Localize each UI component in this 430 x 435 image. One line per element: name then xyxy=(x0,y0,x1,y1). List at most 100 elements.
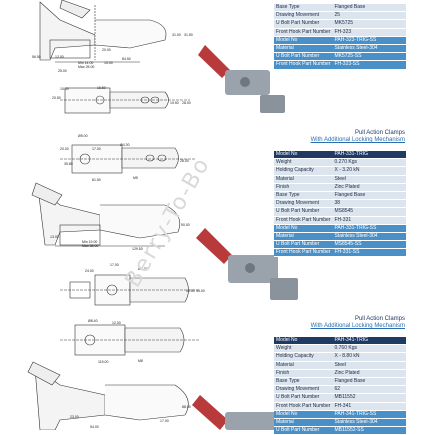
dim-label: Min 19.00 xyxy=(82,240,97,244)
spec-key: Drawing Movement xyxy=(274,385,333,395)
product-photo-2 xyxy=(196,228,298,300)
dim-label: 28.00 xyxy=(180,159,189,163)
section-subtitle: With Additional Locking Mechanism xyxy=(310,137,405,143)
spec-value: PAH-331-TRIG-SS xyxy=(332,224,406,233)
dim-label: Max 38.00 xyxy=(82,244,98,248)
spec-value: X - 8.80 kN xyxy=(332,352,406,362)
section-title: Pull Action Clamps xyxy=(354,130,405,136)
dim-label: 12.00 xyxy=(112,321,121,325)
clamp-drawing-top-2 xyxy=(60,144,195,174)
spec-key: U Bolt Part Number xyxy=(274,207,333,217)
spec-key: Finish xyxy=(274,369,333,378)
dim-label: Ø5.00 xyxy=(78,134,88,138)
spec-key: Weight xyxy=(274,158,333,168)
dim-label: 15.00 xyxy=(104,61,113,65)
dim-label: 81.50 xyxy=(92,178,101,182)
spec-value: Stainless Steel-304 xyxy=(332,44,406,54)
dim-label: Max 25.00 xyxy=(78,65,94,69)
spec-key: Material xyxy=(274,175,333,184)
dim-label: Ø6.70 xyxy=(138,267,148,271)
section-subtitle: With Additional Locking Mechanism xyxy=(310,323,405,329)
spec-value: X - 3.20 kN xyxy=(332,166,406,176)
product-photo-1 xyxy=(198,45,285,113)
section-title-2: Pull Action Clamps With Additional Locki… xyxy=(270,130,405,144)
spec-value: Flanged Base xyxy=(332,4,406,13)
dim-label: M5 xyxy=(133,176,138,180)
spec-key: U Bolt Part Number xyxy=(274,52,333,62)
dim-label: 28.00 xyxy=(182,101,191,105)
spec-value: 25 xyxy=(332,11,406,21)
clamp-drawing-top-4 xyxy=(60,324,200,356)
spec-key: U Bolt Part Number xyxy=(274,240,333,250)
spec-key: Front Hook Part Number xyxy=(274,248,333,258)
spec-value: MB11552-SS xyxy=(332,426,406,435)
spec-key: Material xyxy=(274,418,333,428)
spec-value: Flanged Base xyxy=(332,377,406,387)
dim-label: 12.00 xyxy=(55,55,64,59)
dim-label: 20.00 xyxy=(60,147,69,151)
dim-label: 19.50 xyxy=(170,101,179,105)
dim-label: 24.00 xyxy=(85,269,94,273)
dim-label: 17.00 xyxy=(110,263,119,267)
spec-key: Model No xyxy=(274,36,333,45)
dim-label: 17.00 xyxy=(92,147,101,151)
clamp-drawing-side-2 xyxy=(31,182,181,247)
spec-key: U Bolt Part Number xyxy=(274,19,333,29)
spec-value: PAH-341-TRIG-SS xyxy=(332,410,406,419)
spec-value: Stainless Steel-304 xyxy=(332,232,406,242)
dim-label: 31.50 xyxy=(184,33,193,37)
dim-label: 13.00 xyxy=(50,235,59,239)
dim-label: 54.00 xyxy=(90,425,99,429)
dim-label: 23.00 xyxy=(70,415,79,419)
spec-key: Front Hook Part Number xyxy=(274,28,333,37)
dim-label: 20.00 xyxy=(102,48,111,52)
spec-key: Weight xyxy=(274,344,333,354)
spec-value: MB11552 xyxy=(332,393,406,403)
spec-key: Drawing Movement xyxy=(274,199,333,209)
spec-value: Zinc Plated xyxy=(332,183,406,192)
spec-key: Base Type xyxy=(274,377,333,387)
spec-key: Drawing Movement xyxy=(274,11,333,21)
spec-value: PAH-323-TRIG-SS xyxy=(332,36,406,45)
dim-label: 129.50 xyxy=(132,247,143,251)
dim-label: 84.50 xyxy=(122,57,131,61)
spec-value: PAH-331-TRIG xyxy=(332,151,406,160)
dim-label: 115.00 xyxy=(98,360,108,364)
spec-value: MS8545-SS xyxy=(332,240,406,250)
clamp-drawing-top-3 xyxy=(60,274,200,306)
spec-key: Material xyxy=(274,44,333,54)
dim-label: 31.00 xyxy=(172,33,181,37)
spec-value: PAH-341-TRIG xyxy=(332,337,406,346)
spec-value: 0.270 Kgs xyxy=(332,158,406,168)
spec-value: Stainless Steel-304 xyxy=(332,418,406,428)
spec-key: Material xyxy=(274,361,333,370)
spec-value: FH-341 xyxy=(332,402,406,411)
dim-label: 17.00 xyxy=(160,419,169,423)
section-title: Pull Action Clamps xyxy=(354,316,405,322)
product-photo-3 xyxy=(192,395,280,430)
